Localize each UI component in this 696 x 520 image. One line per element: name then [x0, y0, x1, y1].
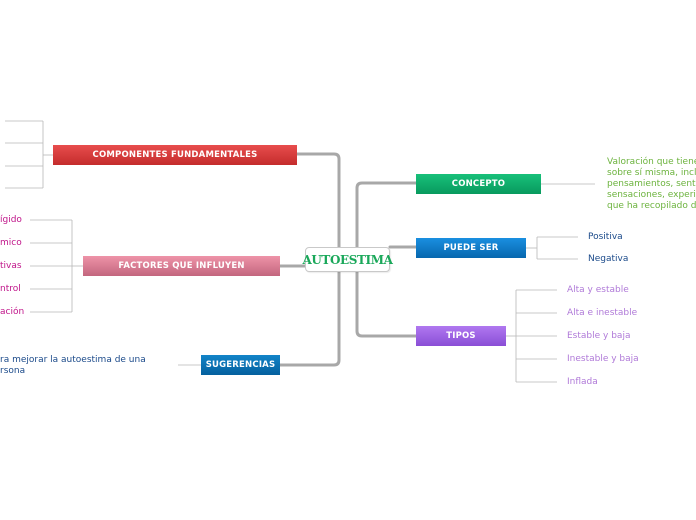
tipo-item[interactable]: Inestable y baja: [567, 354, 639, 364]
concepto-text-line[interactable]: sensaciones, experi: [607, 190, 696, 200]
factor-item[interactable]: ígido: [0, 215, 22, 225]
concepto-text-line[interactable]: pensamientos, sent: [607, 179, 696, 189]
factor-item[interactable]: mico: [0, 238, 22, 248]
sugerencia-text-line-1[interactable]: ra mejorar la autoestima de una: [0, 355, 146, 365]
node-componentes-fundamentales[interactable]: COMPONENTES FUNDAMENTALES: [53, 145, 297, 165]
factor-item[interactable]: tivas: [0, 261, 22, 271]
factor-item[interactable]: ación: [0, 307, 25, 317]
tipo-item[interactable]: Inflada: [567, 377, 598, 387]
concepto-text-line[interactable]: Valoración que tiene: [607, 157, 696, 167]
tipo-item[interactable]: Alta e inestable: [567, 308, 638, 318]
concepto-text-line[interactable]: sobre sí misma, incl: [607, 168, 696, 178]
concepto-text-line[interactable]: que ha recopilado d: [607, 201, 696, 211]
tipo-item[interactable]: Estable y baja: [567, 331, 631, 341]
tipo-item[interactable]: Alta y estable: [567, 285, 629, 295]
node-sugerencias[interactable]: SUGERENCIAS: [201, 355, 280, 375]
central-topic[interactable]: AUTOESTIMA: [302, 247, 393, 272]
factor-item[interactable]: ntrol: [0, 284, 21, 294]
puede-ser-item[interactable]: Positiva: [588, 232, 623, 242]
node-factores-que-influyen[interactable]: FACTORES QUE INFLUYEN: [83, 256, 280, 276]
puede-ser-item[interactable]: Negativa: [588, 254, 629, 264]
node-puede-ser[interactable]: PUEDE SER: [416, 238, 526, 258]
sugerencia-text-line-2[interactable]: rsona: [0, 366, 26, 376]
node-tipos[interactable]: TIPOS: [416, 326, 506, 346]
node-concepto[interactable]: CONCEPTO: [416, 174, 541, 194]
